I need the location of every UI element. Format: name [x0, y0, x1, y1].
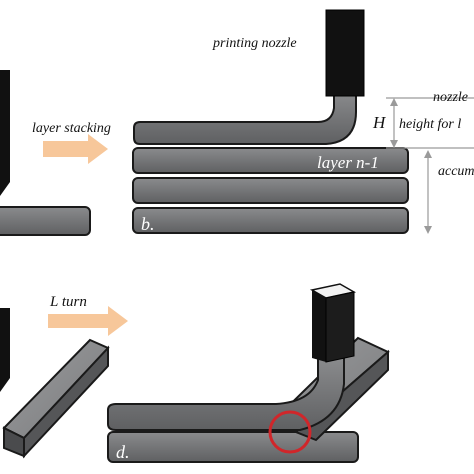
accumulated-height-dimension	[424, 150, 432, 234]
panel-d-nozzle-side	[325, 291, 355, 363]
l-turn-arrow	[48, 306, 128, 336]
panel-d-nozzle-front	[312, 290, 326, 362]
panel-d-top-layer	[107, 357, 345, 431]
layer-stacking-label: layer stacking	[32, 121, 111, 136]
panel-d-label: d.	[116, 442, 130, 462]
H-label: H	[372, 113, 387, 132]
panel-b: printing nozzle layer n-1 b. H nozzle he…	[132, 9, 474, 234]
panel-b-label: b.	[141, 214, 155, 234]
panel-d: d.	[107, 283, 390, 463]
layer-n-1-label: layer n-1	[317, 153, 379, 172]
panel-b-layer-bottom	[132, 207, 409, 234]
panel-a	[0, 70, 91, 236]
printing-nozzle-label: printing nozzle	[212, 36, 297, 51]
l-turn-label: L turn	[49, 294, 87, 310]
panel-b-printing-nozzle	[326, 10, 364, 96]
panel-c	[0, 308, 110, 459]
turn-highlight-circle	[268, 410, 312, 454]
panel-a-bead	[0, 206, 91, 236]
layer-stacking-arrow	[43, 134, 108, 164]
accum-label-partial: accum	[438, 164, 474, 179]
panel-c-nozzle-tip	[0, 308, 10, 392]
panel-a-nozzle-tip	[0, 70, 10, 196]
panel-b-layer-n-1	[132, 147, 409, 174]
height-label-partial: height for l	[399, 117, 461, 132]
nozzle-label-partial: nozzle	[433, 90, 468, 105]
nozzle-height-dimension	[386, 97, 474, 149]
panel-c-bead-top	[2, 338, 110, 440]
panel-d-bottom-bead	[107, 431, 359, 463]
panel-b-layer-3	[132, 177, 409, 204]
panel-b-layer-n	[133, 91, 357, 145]
